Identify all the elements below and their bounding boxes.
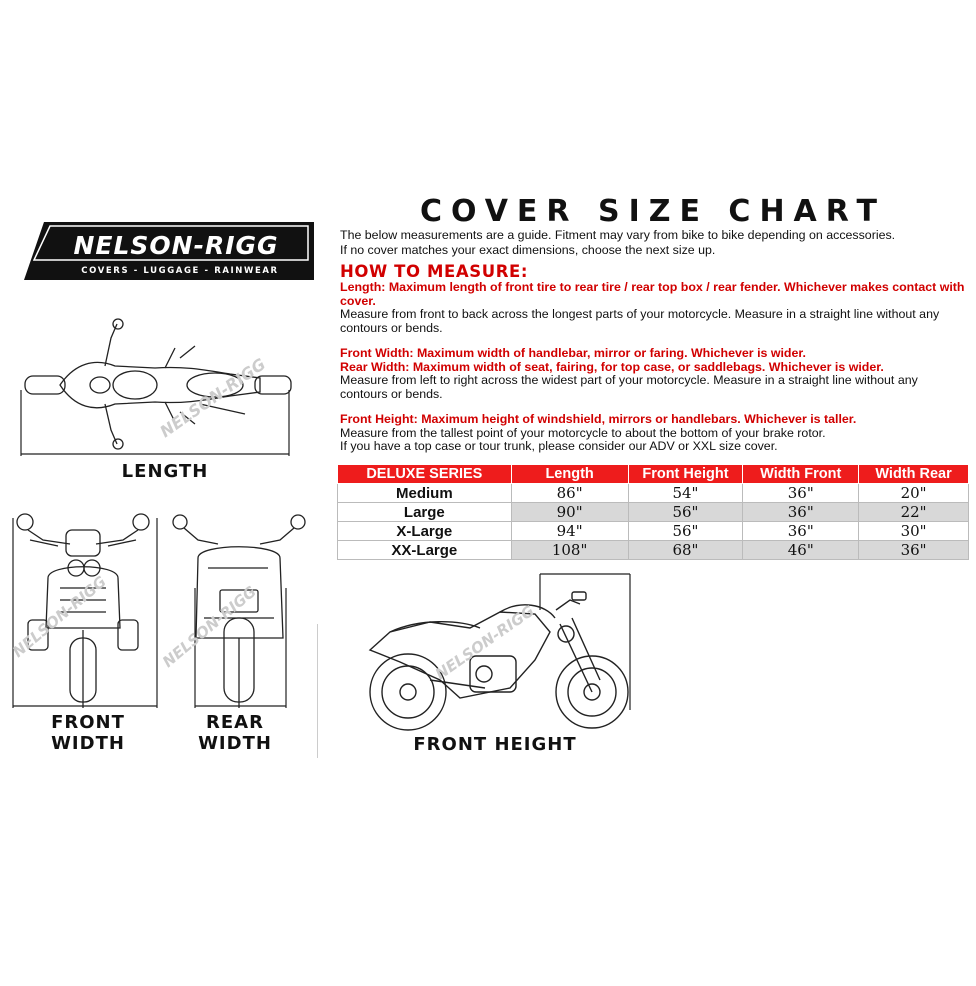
rear-width-caption-line-2: WIDTH	[198, 733, 272, 754]
rear-width-illustration: NELSON-RIGG	[159, 514, 306, 708]
front-height-side-view-illustration: NELSON-RIGG	[368, 573, 631, 731]
width-front-cell: 36"	[742, 502, 860, 522]
front-height-definition: Front Height: Maximum height of windshie…	[340, 412, 857, 426]
header-series: DELUXE SERIES	[337, 464, 512, 484]
length-cell: 90"	[510, 502, 629, 522]
length-cell: 94"	[510, 521, 629, 541]
front-height-cell: 56"	[627, 502, 744, 522]
table-row: XX-Large 108" 68" 46" 36"	[337, 540, 969, 560]
width-rear-cell: 36"	[858, 540, 969, 560]
table-row: Large 90" 56" 36" 22"	[337, 502, 969, 522]
width-front-cell: 36"	[742, 521, 860, 541]
watermark: NELSON-RIGG	[9, 572, 110, 661]
length-top-view-illustration: NELSON-RIGG	[20, 318, 292, 456]
size-table: DELUXE SERIES Length Front Height Width …	[337, 464, 969, 560]
front-height-cell: 68"	[627, 540, 744, 560]
table-row: X-Large 94" 56" 36" 30"	[337, 521, 969, 541]
front-height-cell: 56"	[627, 521, 744, 541]
width-front-cell: 46"	[742, 540, 860, 560]
rear-width-caption: REAR WIDTH	[170, 712, 300, 754]
size-label: Large	[337, 502, 512, 522]
table-row: Medium 86" 54" 36" 20"	[337, 483, 969, 503]
size-label: XX-Large	[337, 540, 512, 560]
length-method: Measure from front to back across the lo…	[340, 307, 940, 335]
length-cell: 108"	[510, 540, 629, 560]
front-width-illustration: NELSON-RIGG	[9, 513, 158, 708]
divider	[317, 624, 318, 758]
top-case-note: If you have a top case or tour trunk, pl…	[340, 439, 778, 453]
front-width-definition: Front Width: Maximum width of handlebar,…	[340, 346, 806, 360]
how-to-measure-heading: HOW TO MEASURE:	[340, 262, 529, 281]
width-rear-cell: 20"	[858, 483, 969, 503]
front-width-caption: FRONT WIDTH	[18, 712, 158, 754]
width-rear-cell: 22"	[858, 502, 969, 522]
intro-text: The below measurements are a guide. Fitm…	[340, 228, 965, 258]
table-header-row: DELUXE SERIES Length Front Height Width …	[337, 464, 969, 484]
rear-width-caption-line-1: REAR	[206, 712, 264, 733]
watermark: NELSON-RIGG	[159, 582, 260, 671]
front-height-caption: FRONT HEIGHT	[413, 734, 577, 755]
height-method: Measure from the tallest point of your m…	[340, 425, 826, 440]
intro-line-1: The below measurements are a guide. Fitm…	[340, 228, 896, 242]
intro-line-2: If no cover matches your exact dimension…	[340, 243, 716, 257]
logo-brand-text: NELSON-RIGG	[73, 231, 278, 260]
width-front-cell: 36"	[742, 483, 860, 503]
length-caption: LENGTH	[121, 461, 209, 482]
width-instructions: Front Width: Maximum width of handlebar,…	[340, 346, 965, 401]
size-label: X-Large	[337, 521, 512, 541]
front-width-caption-line-2: WIDTH	[51, 733, 125, 754]
header-length: Length	[510, 464, 629, 484]
height-instructions: Front Height: Maximum height of windshie…	[340, 412, 965, 454]
length-cell: 86"	[510, 483, 629, 503]
length-instructions: Length: Maximum length of front tire to …	[340, 280, 965, 335]
front-width-caption-line-1: FRONT	[51, 712, 125, 733]
length-definition: Length: Maximum length of front tire to …	[340, 280, 965, 308]
header-width-rear: Width Rear	[858, 464, 969, 484]
logo-tagline-text: COVERS - LUGGAGE - RAINWEAR	[81, 266, 278, 276]
front-height-cell: 54"	[627, 483, 744, 503]
page-title: COVER SIZE CHART	[420, 194, 886, 229]
size-label: Medium	[337, 483, 512, 503]
width-rear-cell: 30"	[858, 521, 969, 541]
rear-width-definition: Rear Width: Maximum width of seat, fairi…	[340, 359, 884, 374]
header-width-front: Width Front	[742, 464, 860, 484]
watermark: NELSON-RIGG	[432, 602, 538, 684]
header-front-height: Front Height	[627, 464, 744, 484]
width-method: Measure from left to right across the wi…	[340, 373, 918, 401]
logo-graphic: NELSON-RIGG COVERS - LUGGAGE - RAINWEAR	[24, 222, 314, 280]
nelson-rigg-logo: NELSON-RIGG COVERS - LUGGAGE - RAINWEAR	[24, 222, 314, 280]
